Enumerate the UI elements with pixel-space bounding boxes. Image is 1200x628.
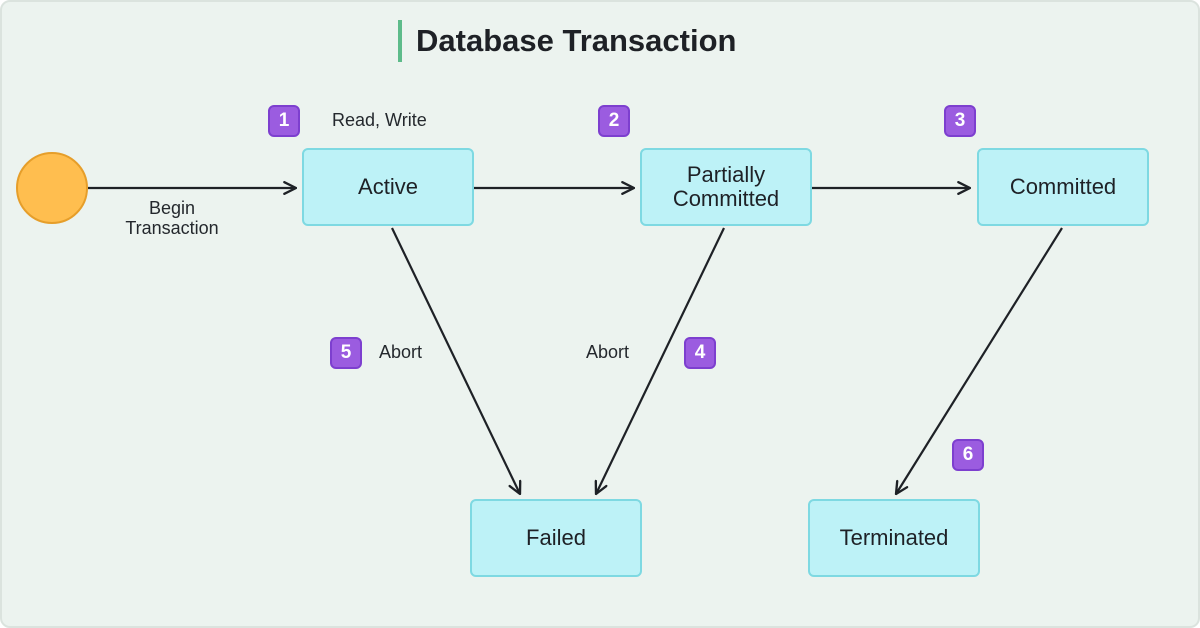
state-partially-committed-line-1: Partially [686,162,766,187]
step-badge-3: 3 [944,105,976,137]
arrow-partially-committed-to-failed [594,227,725,496]
diagram-title: Database Transaction [398,20,736,62]
state-partially-committed-line-2: Committed [672,186,780,211]
step-badge-5: 5 [330,337,362,369]
begin-label-line-1: Begin [148,198,196,218]
state-active: Active [302,148,474,226]
arrow-committed-to-terminated [894,227,1063,496]
arrow-active-to-failed [391,227,522,496]
step-badge-2: 2 [598,105,630,137]
step-badge-4: 4 [684,337,716,369]
abort-label-partially-committed: Abort [586,342,630,362]
step-badge-1: 1 [268,105,300,137]
state-terminated: Terminated [808,499,980,577]
state-committed-label: Committed [1009,174,1117,199]
state-partially-committed: Partially Committed [640,148,812,226]
start-node [16,152,88,224]
state-failed: Failed [470,499,642,577]
read-write-label: Read, Write [332,110,427,130]
state-active-label: Active [358,174,418,199]
state-failed-label: Failed [526,525,586,550]
state-committed: Committed [977,148,1149,226]
begin-transaction-label: Begin Transaction [110,198,234,238]
step-badge-6: 6 [952,439,984,471]
abort-label-active: Abort [379,342,423,362]
state-terminated-label: Terminated [839,525,949,550]
begin-label-line-2: Transaction [125,218,219,238]
